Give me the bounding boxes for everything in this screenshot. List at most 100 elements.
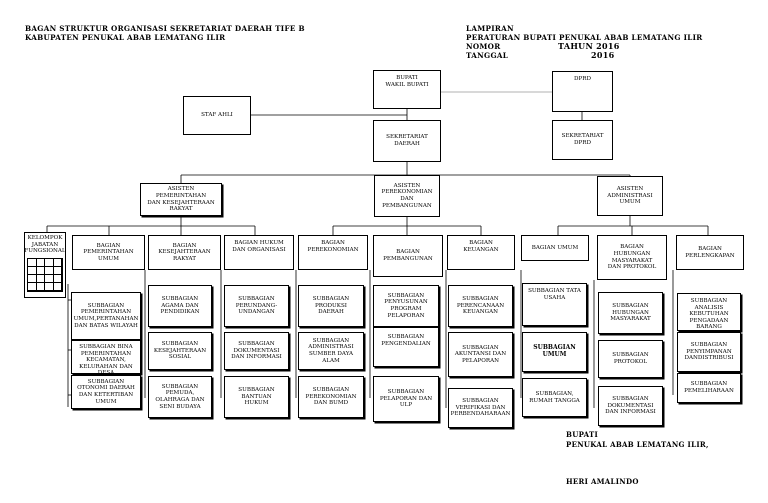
sekretariat-daerah-box: SEKRETARIAT DAERAH <box>373 120 441 162</box>
subbagian-box: SUBBAGIAN BANTUAN HUKUM <box>224 376 289 418</box>
subbagian-label: SUBBAGIAN OTONOMI DAERAH DAN KETERTIBAN … <box>77 378 135 405</box>
subbagian-box: SUBBAGIAN OTONOMI DAERAH DAN KETERTIBAN … <box>71 375 141 409</box>
bagian-label: BAGIAN UMUM <box>531 244 579 251</box>
subbagian-box: SUBBAGIAN PEREKONOMIAN DAN BUMD <box>298 376 364 418</box>
bagian-label: BAGIAN KESEJAHTERAAN RAKYAT <box>158 242 211 262</box>
peraturan-label: PERATURAN BUPATI PENUKAL ABAB LEMATANG I… <box>466 33 703 42</box>
subbagian-box: SUBBAGIAN PENYIMPANAN DANDISTRIBUSI <box>677 332 741 372</box>
subbagian-label: SUBBAGIAN PROTOKOL <box>612 352 649 365</box>
subbagian-label: SUBBAGIAN PRODUKSI DAERAH <box>312 296 350 316</box>
tanggal-label: TANGGAL <box>466 51 509 60</box>
subbagian-label: SUBBAGIAN TATA USAHA <box>528 288 581 301</box>
sekretariat-dprd-label: SEKRETARIAT DPRD <box>561 133 604 146</box>
subbagian-label: SUBBAGIAN ANALISIS KEBUTUHAN PENGADAAN B… <box>689 298 729 331</box>
subbagian-box: SUBBAGIAN AKUNTANSI DAN PELAPORAN <box>448 332 513 377</box>
subbagian-label: SUBBAGIAN PEMELIHARAAN <box>684 381 734 394</box>
subbagian-label: SUBBAGIAN, RUMAH TANGGA <box>529 390 580 404</box>
subbagian-box: SUBBAGIAN PELAPORAN DAN ULP <box>373 376 439 422</box>
subbagian-label: SUBBAGIAN PENYIMPANAN DANDISTRIBUSI <box>684 342 734 362</box>
subbagian-label: SUBBAGIAN PERUNDANG- UNDANGAN <box>235 296 278 316</box>
bagian-umum: BAGIAN UMUM <box>521 235 589 261</box>
sekretariat-dprd-box: SEKRETARIAT DPRD <box>552 120 613 160</box>
subbagian-label: SUBBAGIAN PELAPORAN DAN ULP <box>379 389 433 409</box>
bagian-label: BAGIAN PEMERINTAHAN UMUM <box>83 242 134 262</box>
subbagian-box: SUBBAGIAN DOKUMENTASI DAN INFORMASI <box>598 386 663 426</box>
subbagian-label: SUBBAGIAN ADMINISTRASI SUMBER DAYA ALAM <box>308 337 354 364</box>
subbagian-box: SUBBAGIAN PEMUDA, OLAHRAGA DAN SENI BUDA… <box>148 376 212 418</box>
lampiran-label: LAMPIRAN <box>466 24 514 33</box>
subbagian-label: SUBBAGIAN AGAMA DAN PENDIDIKAN <box>160 296 200 316</box>
subbagian-label: SUBBAGIAN PENGENDALIAN <box>381 334 431 347</box>
sekretariat-daerah-label: SEKRETARIAT DAERAH <box>386 134 428 147</box>
staf-ahli-label: STAF AHLI <box>201 112 233 119</box>
bagian-label: BAGIAN KEUANGAN <box>463 240 499 253</box>
subbagian-label: SUBBAGIAN HUBUNGAN MASYARAKAT <box>610 303 651 323</box>
subbagian-box: SUBBAGIAN KESEJAHTERAAN SOSIAL <box>148 332 212 370</box>
bagian-perekonomian: BAGIAN PEREKONOMIAN <box>298 235 368 270</box>
asisten-perekonomian-label: ASISTEN PEREKONOMIAN DAN PEMBANGUNAN <box>381 182 433 209</box>
bagian-humas-protokol: BAGIAN HUBUNGAN MASYARAKAT DAN PROTOKOL <box>597 235 667 280</box>
asisten-perekonomian-box: ASISTEN PEREKONOMIAN DAN PEMBANGUNAN <box>374 175 440 217</box>
subbagian-box: SUBBAGIAN BINA PEMERINTAHAN KECAMATAN, K… <box>71 340 141 374</box>
bagian-pemerintahan-umum: BAGIAN PEMERINTAHAN UMUM <box>72 235 145 270</box>
subbagian-box: SUBBAGIAN ANALISIS KEBUTUHAN PENGADAAN B… <box>677 293 741 331</box>
kelompok-jabatan-box: KELOMPOK JABATAN FUNGSIONAL <box>24 232 66 298</box>
bagian-label: BAGIAN HUBUNGAN MASYARAKAT DAN PROTOKOL <box>607 244 657 271</box>
subbagian-label: SUBBAGIAN PEREKONOMIAN DAN BUMD <box>305 387 357 407</box>
bagian-kesejahteraan-rakyat: BAGIAN KESEJAHTERAAN RAKYAT <box>148 235 221 270</box>
bupati-box: BUPATI WAKIL BUPATI <box>373 70 441 109</box>
subbagian-label: SUBBAGIAN PENYUSUNAN PROGRAM PELAPORAN <box>384 292 428 319</box>
subbagian-label: SUBBAGIAN BANTUAN HUKUM <box>238 387 275 407</box>
subbagian-label: SUBBAGIAN PEMUDA, OLAHRAGA DAN SENI BUDA… <box>155 383 205 410</box>
bupati-label: BUPATI WAKIL BUPATI <box>385 75 429 88</box>
bagian-label: BAGIAN PERLENGKAPAN <box>685 245 735 259</box>
subbagian-label: SUBBAGIAN DOKUMENTASI DAN INFORMASI <box>231 341 282 361</box>
dprd-box: DPRD <box>552 71 613 112</box>
chart-title: BAGAN STRUKTUR ORGANISASI SEKRETARIAT DA… <box>25 24 305 33</box>
dprd-label: DPRD <box>574 76 591 82</box>
kelompok-jabatan-label: KELOMPOK JABATAN FUNGSIONAL <box>24 235 66 255</box>
nomor-label: NOMOR <box>466 42 501 51</box>
bagian-keuangan: BAGIAN KEUANGAN <box>447 235 515 270</box>
subbagian-box: SUBBAGIAN PENGENDALIAN <box>373 327 439 367</box>
subbagian-box: SUBBAGIAN, RUMAH TANGGA <box>522 378 587 417</box>
subbagian-box: SUBBAGIAN PERUNDANG- UNDANGAN <box>224 285 289 327</box>
subbagian-box: SUBBAGIAN PEMELIHARAAN <box>677 373 741 403</box>
subbagian-label: SUBBAGIAN KESEJAHTERAAN SOSIAL <box>153 341 207 361</box>
subbagian-box: SUBBAGIAN PENYUSUNAN PROGRAM PELAPORAN <box>373 285 439 327</box>
bagian-label: BAGIAN PEREKONOMIAN <box>307 240 359 253</box>
subbagian-label: SUBBAGIAN AKUNTANSI DAN PELAPORAN <box>454 344 507 364</box>
subbagian-box: SUBBAGIAN TATA USAHA <box>522 283 587 326</box>
signature-title: BUPATI <box>566 430 599 439</box>
subbagian-box: SUBBAGIAN PROTOKOL <box>598 340 663 378</box>
subbagian-label: SUBBAGIAN BINA PEMERINTAHAN KECAMATAN, K… <box>79 344 133 374</box>
tanggal-year: 2016 <box>591 50 615 60</box>
signature-name: HERI AMALINDO <box>566 477 639 486</box>
subbagian-label: SUBBAGIAN UMUM <box>533 344 576 358</box>
subbagian-label: SUBBAGIAN PERENCANAAN KEUANGAN <box>456 296 505 316</box>
asisten-administrasi-box: ASISTEN ADMINISTRASI UMUM <box>597 176 663 216</box>
kelompok-grid <box>27 258 63 292</box>
bagian-pembangunan: BAGIAN PEMBANGUNAN <box>373 235 443 277</box>
subbagian-box: SUBBAGIAN PRODUKSI DAERAH <box>298 285 364 327</box>
signature-region: PENUKAL ABAB LEMATANG ILIR, <box>566 440 709 449</box>
bagian-hukum-organisasi: BAGIAN HUKUM DAN ORGANISASI <box>224 235 294 270</box>
subbagian-box: SUBBAGIAN PERENCANAAN KEUANGAN <box>448 285 513 327</box>
subbagian-box: SUBBAGIAN UMUM <box>522 332 587 372</box>
subbagian-label: SUBBAGIAN DOKUMENTASI DAN INFORMASI <box>605 396 656 416</box>
subbagian-label: SUBBAGIAN PEMERINTAHAN UMUM,PERTANAHAN D… <box>73 302 139 329</box>
asisten-pemerintahan-label: ASISTEN PEMERINTAHAN DAN KESEJAHTERAAN R… <box>147 186 215 213</box>
subbagian-box: SUBBAGIAN AGAMA DAN PENDIDIKAN <box>148 285 212 327</box>
staf-ahli-box: STAF AHLI <box>183 96 251 135</box>
subbagian-box: SUBBAGIAN DOKUMENTASI DAN INFORMASI <box>224 332 289 370</box>
bagian-label: BAGIAN HUKUM DAN ORGANISASI <box>232 240 286 253</box>
chart-subtitle: KABUPATEN PENUKAL ABAB LEMATANG ILIR <box>25 33 226 42</box>
asisten-administrasi-label: ASISTEN ADMINISTRASI UMUM <box>607 186 653 206</box>
subbagian-box: SUBBAGIAN HUBUNGAN MASYARAKAT <box>598 292 663 334</box>
tahun-label: TAHUN 2016 <box>558 41 620 51</box>
asisten-pemerintahan-box: ASISTEN PEMERINTAHAN DAN KESEJAHTERAAN R… <box>140 183 222 216</box>
subbagian-box: SUBBAGIAN VERIFIKASI DAN PERBENDAHARAAN <box>448 388 513 428</box>
subbagian-box: SUBBAGIAN ADMINISTRASI SUMBER DAYA ALAM <box>298 332 364 370</box>
bagian-label: BAGIAN PEMBANGUNAN <box>383 249 433 262</box>
